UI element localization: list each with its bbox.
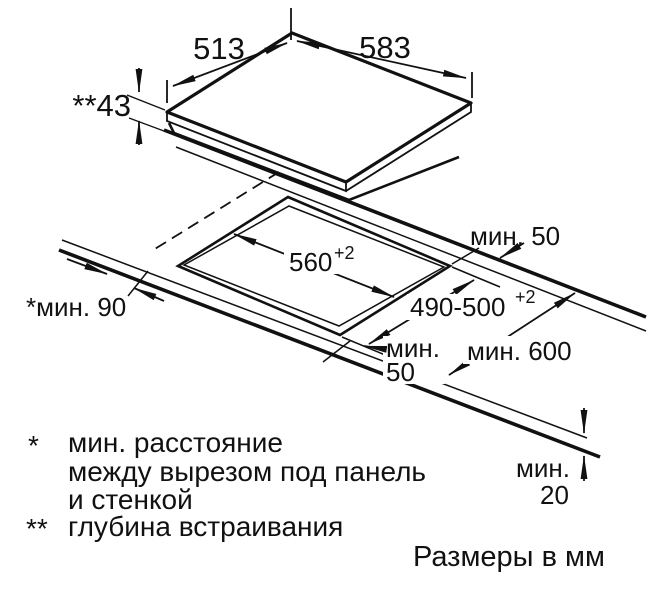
dim-43-extension-top [126,94,166,111]
hob-panel-glass-edge [166,103,472,193]
dim-min600-label: мин. 600 [467,336,572,366]
dim-min600-label-bg [463,336,583,364]
dim-min90-slash [127,270,149,297]
dim-43-label: **43 [72,88,131,123]
dim-490-500-tolerance: +2 [515,287,536,307]
units-note: Размеры в мм [413,541,605,573]
dim-513: 513 [166,8,292,103]
dim-min50-back-label: мин. 50 [470,221,560,251]
dim-583-line [296,40,467,79]
dim-min90-arrow-left [133,287,165,302]
dim-513-line [172,42,288,87]
dim-min50-front-arrow [363,345,388,353]
dim-43-extension-bottom [128,117,173,135]
dim-560: 560 +2 [233,233,395,298]
hob-panel-base [167,122,460,202]
dim-min50-back: мин. 50 [451,221,560,265]
worktop-front-edge-outer-line [58,248,601,459]
dim-490-500-extension-slash-top [451,266,501,288]
dim-min20: мин. 20 [516,408,588,510]
dim-560-tolerance: +2 [334,243,355,263]
dim-min90-arrow-right [66,258,108,275]
footnote-star-line2: между вырезом под панель [68,456,426,487]
dim-min50-front-slash [322,340,351,363]
dim-583: 583 [296,30,473,98]
footnote-star-line1: мин. расстояние [68,427,283,458]
dim-min50-front-label-line2: 50 [386,357,415,387]
footnote-double-star-symbol: ** [26,513,48,544]
dim-583-label: 583 [359,30,411,65]
dim-513-label: 513 [193,31,245,66]
dim-min50-back-arrow [499,242,525,259]
dim-min50-front: мин. 50 [322,333,445,387]
worktop-front-edge [58,239,601,459]
footnote-star-symbol: * [28,430,39,461]
dim-560-label-bg [284,243,372,274]
dim-min50-front-label-line1: мин. [386,333,440,363]
dim-min20-label-line1: мин. [516,453,570,483]
dashed-projection-line [149,171,280,253]
dim-min90-label: *мин. 90 [26,292,126,322]
dim-43: **43 [72,68,173,145]
dim-min50-front-label-bg [383,336,445,384]
dim-560-label: 560 [289,247,332,277]
dim-490-500-label: 490-500 [410,292,505,322]
footnotes: * мин. расстояние между вырезом под пане… [26,427,426,544]
footnote-star-line3: и стенкой [68,484,193,515]
dim-min90-side: *мин. 90 [26,258,165,322]
footnote-double-star-text: глубина встраивания [68,511,343,542]
dim-min600: мин. 600 [448,292,583,376]
dim-min20-label-line2: 20 [540,480,569,510]
dim-min50-back-slash [451,247,480,265]
worktop-front-edge-inner-line [61,239,588,439]
